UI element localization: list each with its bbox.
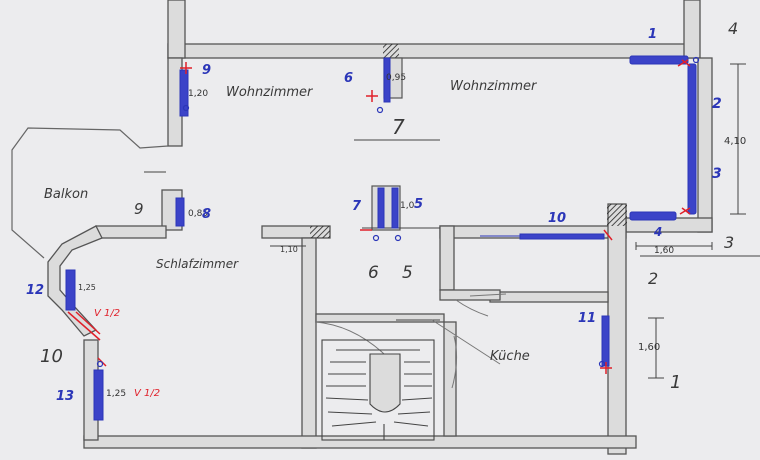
radiator-number-6: 6 — [344, 71, 353, 86]
wall-bottom — [83, 435, 637, 449]
radiator-number-12: 12 — [26, 283, 44, 298]
pencil-number-10: 10 — [40, 346, 63, 367]
dim-radiator-6: 0,95 — [386, 73, 406, 83]
wall-kitchen-left — [439, 225, 455, 291]
wall-stair-top — [315, 313, 445, 323]
radiator-5 — [391, 187, 399, 229]
radiator-number-3: 3 — [712, 166, 722, 182]
radiator-1 — [629, 55, 689, 65]
dim-radiator-8: 0,85 — [188, 209, 208, 219]
wall-kitchen-right — [607, 203, 627, 455]
wall-right — [697, 57, 713, 233]
hatch-right-column — [607, 204, 627, 226]
radiator-number-5: 5 — [414, 197, 423, 212]
pencil-number-5: 5 — [402, 263, 413, 283]
dim-height-kitchen: 1,60 — [638, 342, 660, 353]
radiator-number-10: 10 — [548, 211, 566, 226]
radiator-10 — [519, 233, 605, 240]
radiator-number-9: 9 — [202, 63, 211, 78]
pencil-number-1: 1 — [670, 372, 681, 393]
radiator-6 — [383, 57, 391, 103]
dim-radiator-12: 1,25 — [78, 283, 96, 292]
room-label-wohnzimmer-right: Wohnzimmer — [450, 79, 538, 94]
radiator-13 — [93, 369, 104, 421]
radiator-12 — [65, 269, 76, 311]
radiator-number-1: 1 — [648, 27, 657, 42]
dim-radiator-9: 1,20 — [188, 89, 208, 99]
radiator-number-11: 11 — [578, 311, 596, 326]
dim-height-right-label: 4,10 — [724, 136, 746, 147]
dim-width-bottom: 1,60 — [654, 246, 674, 256]
wall-top — [167, 43, 699, 59]
dim-corridor: 1,10 — [280, 245, 298, 254]
room-label-schlafzimmer: Schlafzimmer — [156, 257, 239, 271]
dim-radiator-5: 1,0 — [400, 201, 415, 211]
radiator-number-13: 13 — [56, 389, 74, 404]
radiators — [65, 55, 697, 421]
walls — [47, 0, 713, 455]
valve-dots — [96, 56, 700, 368]
hatch-top-column — [383, 44, 399, 58]
wall-top-left-stub — [167, 0, 186, 59]
balcony-outline — [11, 127, 169, 259]
radiator-number-8: 8 — [202, 207, 211, 222]
hatch-corridor-column — [310, 226, 330, 238]
wall-bedroom-right — [301, 237, 317, 449]
pencil-number-2: 2 — [648, 269, 658, 288]
radiator-number-labels: 1 2 3 4 5 6 7 8 9 10 11 12 13 — [26, 27, 722, 404]
dim-radiator-13: 1,25 — [106, 389, 126, 399]
room-label-balkon: Balkon — [44, 187, 88, 202]
radiator-8 — [175, 197, 185, 227]
pencil-number-9: 9 — [134, 200, 144, 218]
room-label-wohnzimmer-left: Wohnzimmer — [226, 85, 314, 100]
wall-bay-top — [95, 225, 167, 239]
staircase — [321, 339, 435, 441]
radiator-4 — [629, 211, 677, 221]
radiator-number-4: 4 — [653, 225, 662, 239]
pencil-number-6: 6 — [368, 263, 379, 283]
note-v12: V 1/2 — [94, 308, 120, 319]
radiator-7 — [377, 187, 385, 229]
wall-kitchen-bottom-left — [443, 321, 457, 437]
radiator-2-3 — [687, 63, 697, 215]
wall-kitchen-mid — [489, 291, 609, 303]
note-v13: V 1/2 — [134, 388, 160, 399]
radiator-number-7: 7 — [352, 199, 362, 214]
pencil-number-7: 7 — [392, 115, 405, 139]
wall-kitchen-mid2 — [439, 289, 501, 301]
wall-top-right-stub — [683, 0, 701, 59]
pencil-number-4: 4 — [728, 19, 738, 38]
room-label-kueche: Küche — [490, 349, 530, 364]
radiator-9 — [179, 69, 189, 117]
radiator-number-2: 2 — [712, 96, 722, 112]
valve-markers — [67, 59, 691, 374]
pencil-number-3: 3 — [724, 233, 734, 252]
radiator-11 — [601, 315, 610, 367]
